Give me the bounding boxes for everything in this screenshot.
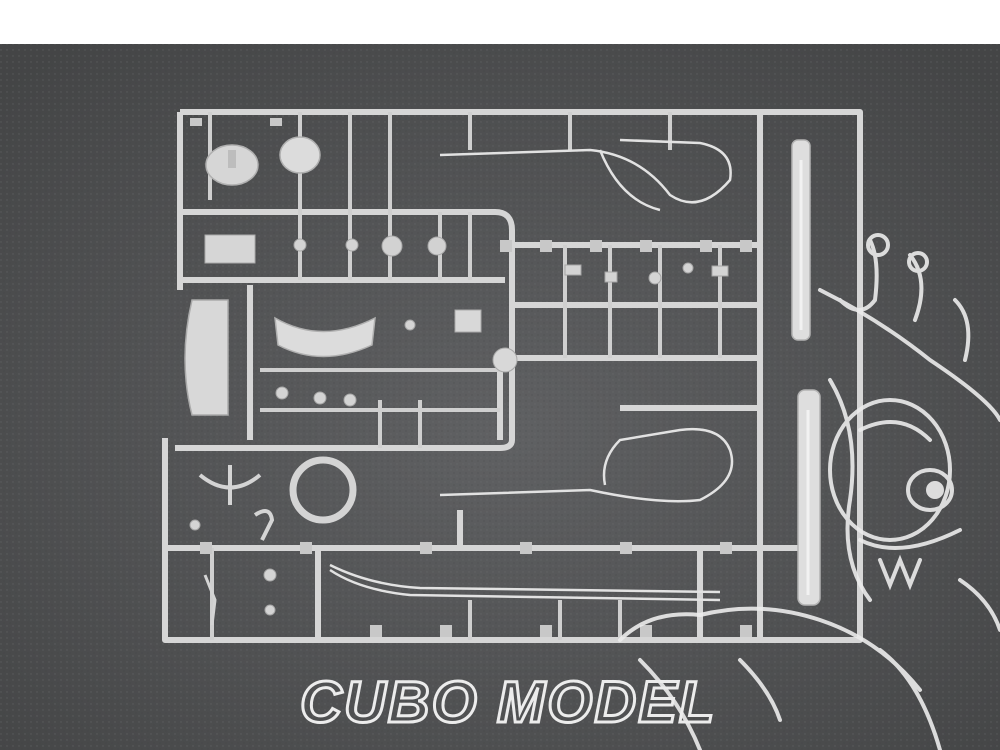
sprue-gates	[190, 118, 752, 637]
fender-parts	[184, 234, 482, 416]
top-white-band	[0, 0, 1000, 44]
sprue-rods	[329, 138, 734, 602]
barrel-parts	[791, 139, 821, 606]
watermark-creature	[618, 233, 1000, 750]
watermark-text: CUBO MODEL	[300, 670, 716, 735]
small-parts	[189, 238, 729, 626]
round-parts	[198, 136, 518, 524]
